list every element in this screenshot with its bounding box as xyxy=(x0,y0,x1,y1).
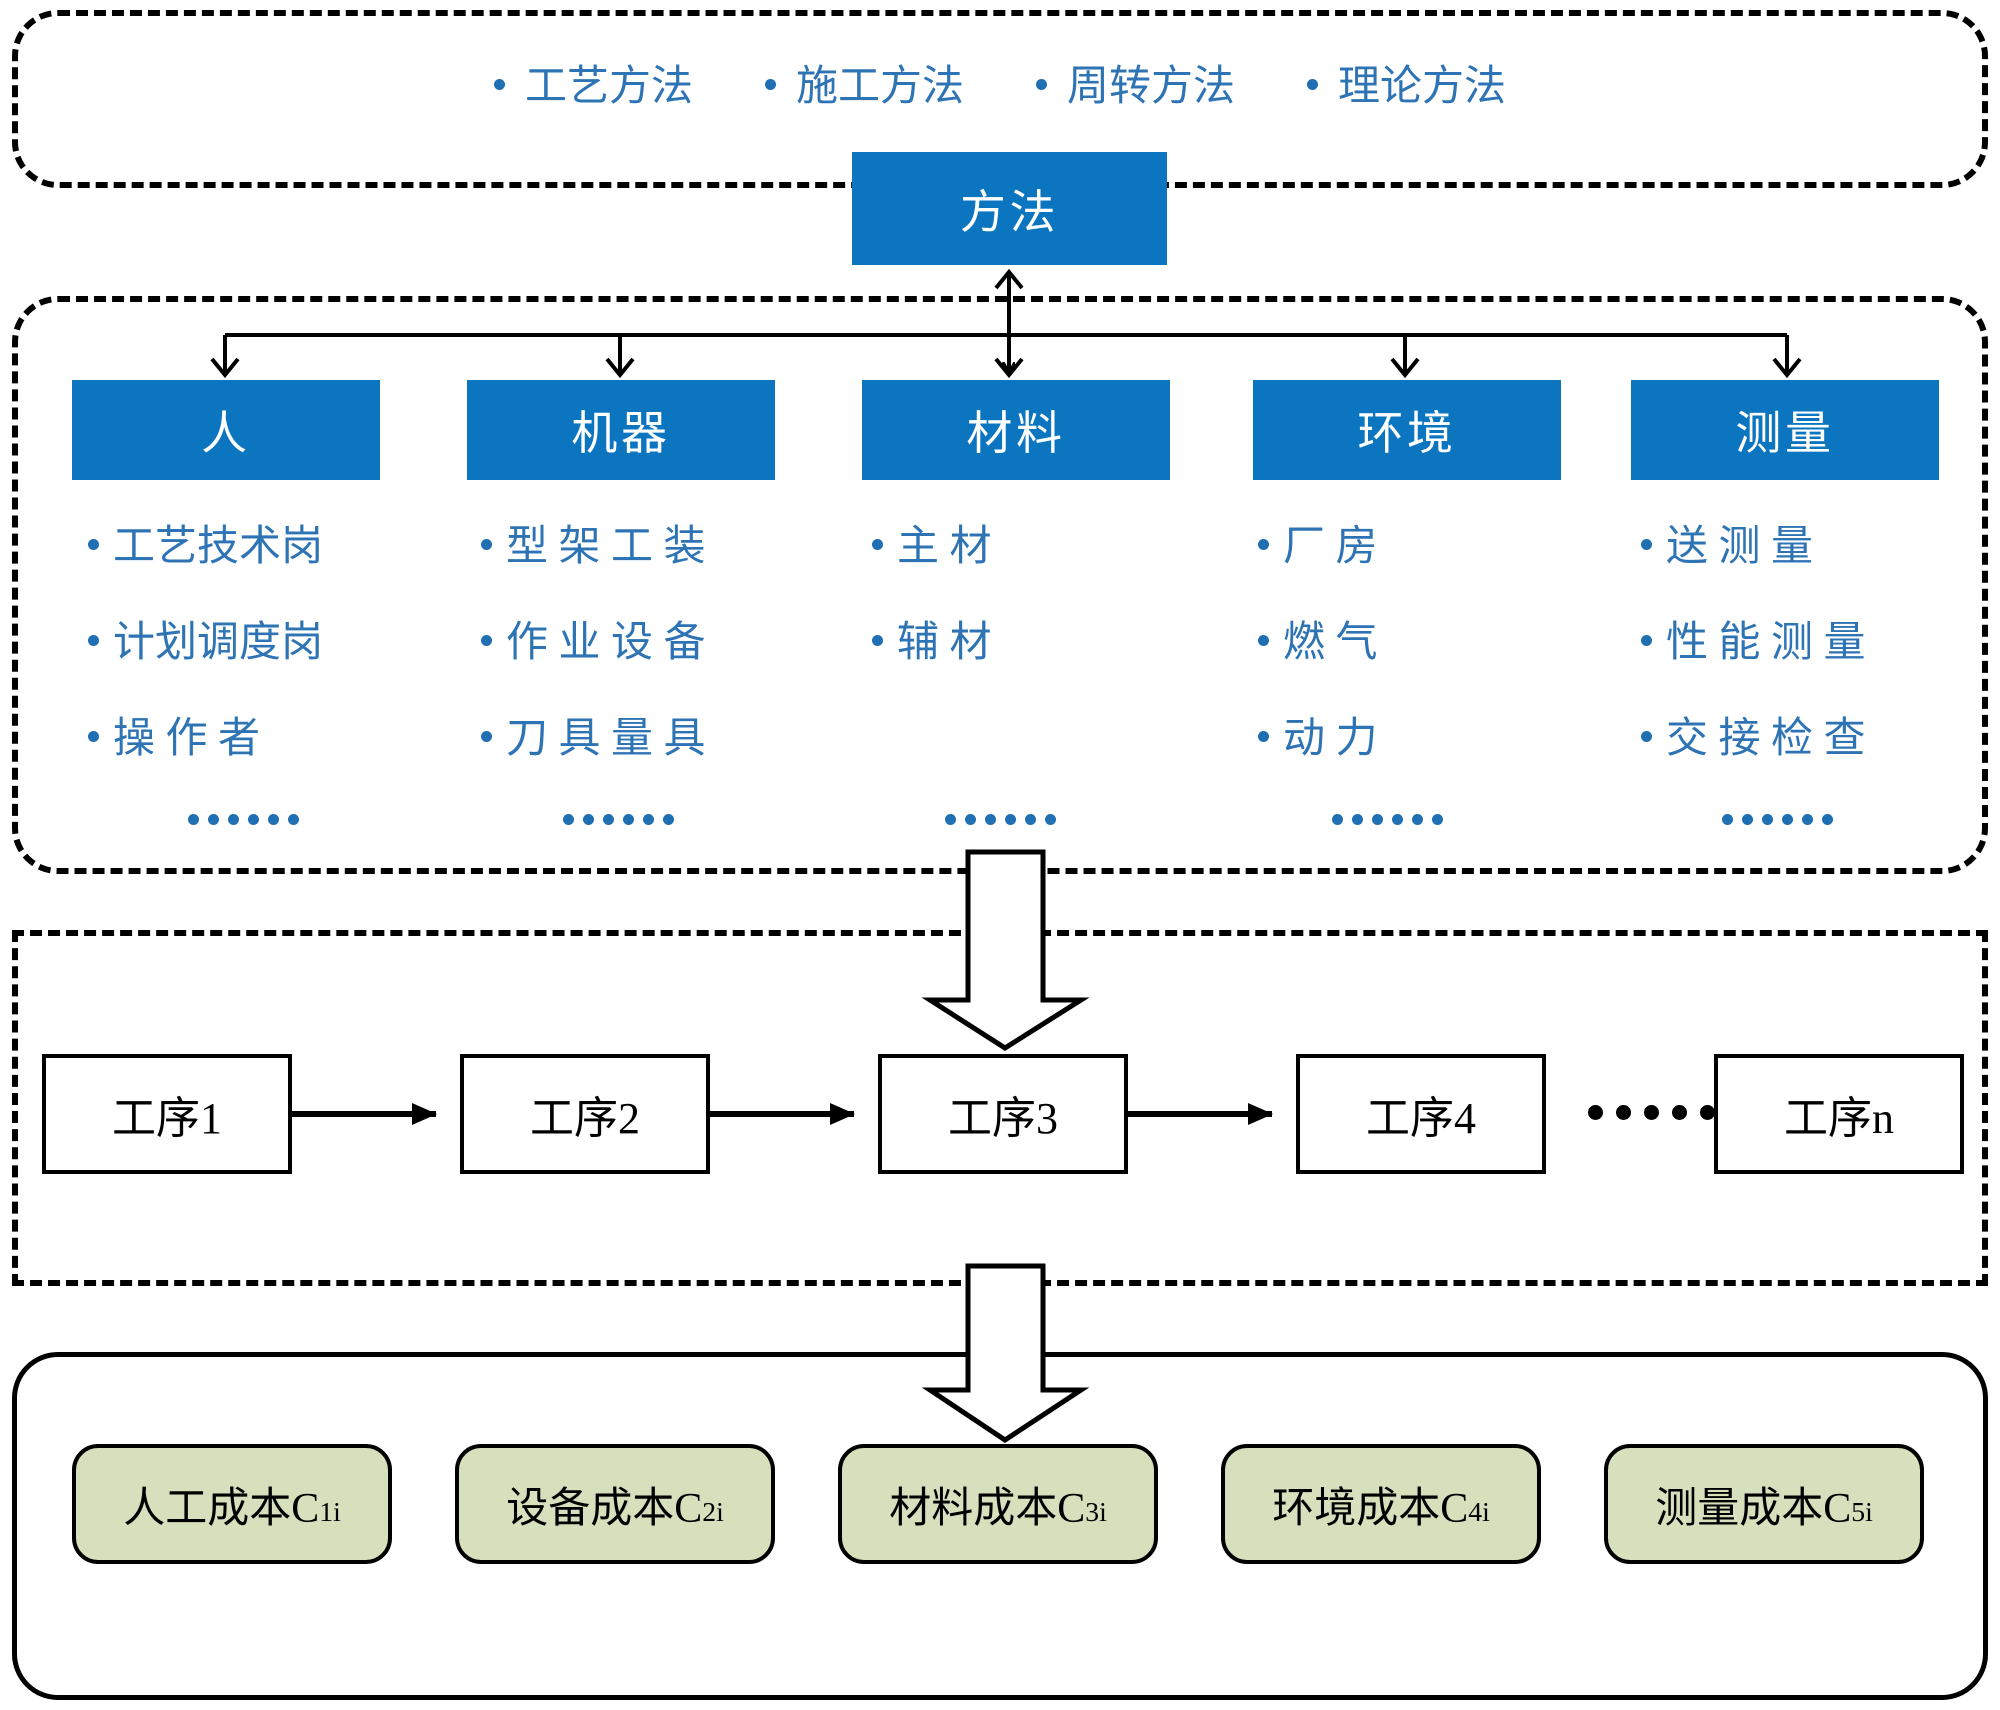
factor-item-material-2: 辅 材 xyxy=(872,608,992,669)
bullet-dot-icon xyxy=(1641,635,1652,646)
factor-item-person-2: 计划调度岗 xyxy=(88,608,323,669)
factor-item-material-1: 主 材 xyxy=(872,512,992,573)
factor-item-label: 燃 气 xyxy=(1283,620,1378,666)
factor-item-label: 送 测 量 xyxy=(1666,524,1814,570)
cost-subscript: 3i xyxy=(1085,1495,1107,1527)
method-bullet-item: 理论方法 xyxy=(1307,52,1506,113)
bullet-dot-icon xyxy=(88,731,99,742)
bullet-dot-icon xyxy=(88,539,99,550)
factor-item-label: 型 架 工 装 xyxy=(506,524,706,570)
cost-subscript: 4i xyxy=(1468,1495,1490,1527)
factor-item-label: 工艺技术岗 xyxy=(113,524,324,570)
method-bullet-list: 工艺方法 施工方法 周转方法 理论方法 xyxy=(0,52,2000,113)
method-bullet-label: 理论方法 xyxy=(1338,64,1507,110)
factor-header-material[interactable]: 材料 xyxy=(862,380,1170,480)
bullet-dot-icon xyxy=(1307,79,1319,90)
factor-item-machine-3: 刀 具 量 具 xyxy=(481,704,706,765)
process-step-4[interactable]: 工序4 xyxy=(1296,1054,1546,1174)
process-step-n[interactable]: 工序n xyxy=(1714,1054,1964,1174)
method-box[interactable]: 方法 xyxy=(852,152,1167,265)
factor-header-environment[interactable]: 环境 xyxy=(1253,380,1561,480)
factor-item-label: 辅 材 xyxy=(897,620,992,666)
factor-item-label: 刀 具 量 具 xyxy=(506,716,706,762)
cost-label: 测量成本C xyxy=(1655,1485,1852,1532)
bullet-dot-icon xyxy=(1641,731,1652,742)
factor-ellipsis-environment xyxy=(1332,788,1452,835)
factor-item-label: 主 材 xyxy=(897,524,992,570)
method-bullet-label: 工艺方法 xyxy=(524,64,693,110)
factor-item-label: 交 接 检 查 xyxy=(1666,716,1866,762)
process-step-2[interactable]: 工序2 xyxy=(460,1054,710,1174)
factor-item-machine-2: 作 业 设 备 xyxy=(481,608,706,669)
bullet-dot-icon xyxy=(1258,539,1269,550)
process-ellipsis xyxy=(1588,1105,1728,1125)
cost-label: 人工成本C xyxy=(123,1485,320,1532)
method-bullet-item: 周转方法 xyxy=(1036,52,1235,113)
bullet-dot-icon xyxy=(872,539,883,550)
bullet-dot-icon xyxy=(88,635,99,646)
process-step-3[interactable]: 工序3 xyxy=(878,1054,1128,1174)
factor-header-measurement[interactable]: 测量 xyxy=(1631,380,1939,480)
factor-item-label: 计划调度岗 xyxy=(113,620,324,666)
factor-item-measurement-1: 送 测 量 xyxy=(1641,512,1813,573)
method-bullet-label: 施工方法 xyxy=(795,64,964,110)
factor-item-label: 性 能 测 量 xyxy=(1666,620,1866,666)
factor-item-environment-3: 动 力 xyxy=(1258,704,1378,765)
cost-subscript: 2i xyxy=(702,1495,724,1527)
process-step-1[interactable]: 工序1 xyxy=(42,1054,292,1174)
factor-ellipsis-measurement xyxy=(1722,788,1842,835)
factor-item-environment-2: 燃 气 xyxy=(1258,608,1378,669)
factor-item-label: 作 业 设 备 xyxy=(506,620,706,666)
factor-item-measurement-2: 性 能 测 量 xyxy=(1641,608,1866,669)
factor-header-machine[interactable]: 机器 xyxy=(467,380,775,480)
factor-ellipsis-material xyxy=(945,788,1065,835)
factor-item-environment-1: 厂 房 xyxy=(1258,512,1378,573)
bullet-dot-icon xyxy=(481,731,492,742)
bullet-dot-icon xyxy=(493,79,505,90)
bullet-dot-icon xyxy=(1258,731,1269,742)
cost-subscript: 1i xyxy=(319,1495,341,1527)
bullet-dot-icon xyxy=(481,635,492,646)
factor-item-person-1: 工艺技术岗 xyxy=(88,512,323,573)
method-bullet-item: 施工方法 xyxy=(764,52,964,113)
bullet-dot-icon xyxy=(872,635,883,646)
method-bullet-label: 周转方法 xyxy=(1067,64,1236,110)
bullet-dot-icon xyxy=(1036,79,1047,90)
factor-item-label: 操 作 者 xyxy=(113,716,261,762)
cost-label: 设备成本C xyxy=(506,1485,703,1532)
bullet-dot-icon xyxy=(1641,539,1652,550)
bullet-dot-icon xyxy=(1258,635,1269,646)
factor-item-machine-1: 型 架 工 装 xyxy=(481,512,706,573)
factor-ellipsis-machine xyxy=(563,788,683,835)
factor-ellipsis-person xyxy=(188,788,308,835)
cost-subscript: 5i xyxy=(1851,1495,1873,1527)
factor-item-label: 厂 房 xyxy=(1283,524,1378,570)
bullet-dot-icon xyxy=(764,79,776,90)
factor-item-person-3: 操 作 者 xyxy=(88,704,260,765)
cost-label: 环境成本C xyxy=(1272,1485,1469,1532)
method-bullet-item: 工艺方法 xyxy=(493,52,693,113)
factor-item-label: 动 力 xyxy=(1283,716,1378,762)
cost-label: 材料成本C xyxy=(889,1485,1086,1532)
factor-header-person[interactable]: 人 xyxy=(72,380,380,480)
bullet-dot-icon xyxy=(481,539,492,550)
factor-item-measurement-3: 交 接 检 查 xyxy=(1641,704,1866,765)
